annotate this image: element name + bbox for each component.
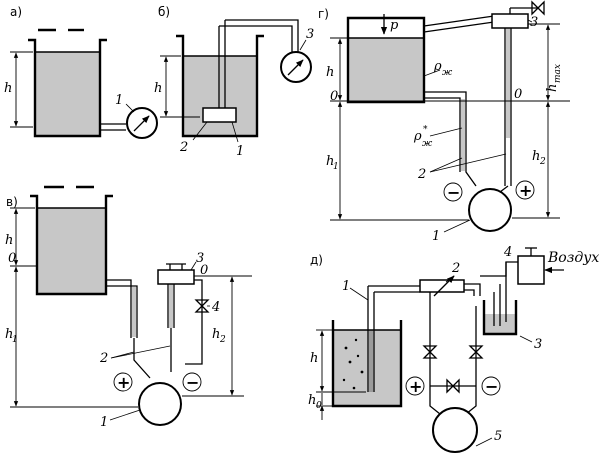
label-3-g: 3 (530, 15, 538, 30)
panel-g-letter: г) (318, 7, 329, 21)
rho-star-sup-g: * (423, 125, 428, 135)
label-4-v: 4 (211, 300, 220, 315)
h1-label-v: h (5, 327, 13, 342)
h2-sub-g: 2 (539, 157, 546, 167)
panel-g: г) p − + h (318, 0, 570, 244)
minus-sign-g: − (447, 183, 460, 202)
panel-a: а) h 1 (4, 5, 158, 139)
bell-chamber-b (202, 107, 237, 123)
h-label-b: h (154, 81, 162, 96)
tank-v (30, 194, 113, 296)
label-3-d: 3 (534, 337, 542, 352)
h1-sub-v: 1 (12, 335, 18, 345)
plus-sign-d: + (409, 377, 422, 396)
air-label-d: Воздух (547, 250, 599, 266)
h-label-a: h (4, 81, 12, 96)
panel-a-letter: а) (10, 5, 22, 19)
plus-sign-g: + (519, 181, 532, 200)
equalizing-vessel-3-g (491, 13, 529, 29)
h0-label-d: h (308, 393, 316, 408)
valve-right-d (468, 345, 484, 359)
zero-left-g: 0 (330, 89, 338, 104)
label-2-b: 2 (179, 140, 188, 155)
panel-v: в) + − h (5, 185, 252, 430)
label-4-d: 4 (503, 245, 512, 260)
h1-label-g: h (326, 154, 334, 169)
tank-g (346, 16, 426, 104)
dp-cell-1-v (138, 382, 182, 426)
hmax-label-g: h (545, 84, 560, 92)
dp-cell-5-d (432, 407, 478, 453)
panel-d: д) Воздух (308, 245, 599, 453)
rho-sub-g: ж (442, 68, 453, 78)
equalizing-vessel-3-v (157, 269, 195, 285)
rho-star-label-g: ρ (413, 129, 422, 144)
panel-b: б) h 1 2 3 (154, 5, 314, 159)
h-label-g: h (326, 65, 334, 80)
liquid-g (349, 38, 423, 101)
zero-right-v: 0 (200, 263, 208, 278)
label-1-d: 1 (342, 279, 350, 294)
panel-d-letter: д) (310, 253, 323, 267)
plus-sign-v: + (117, 373, 130, 392)
label-1-a: 1 (115, 93, 123, 108)
air-regulator-4-d (517, 255, 545, 285)
label-2-d: 2 (451, 261, 460, 276)
label-2-g: 2 (417, 167, 426, 182)
zero-left-v: 0 (8, 251, 16, 266)
h-label-v: h (5, 233, 13, 248)
h2-sub-v: 2 (219, 335, 226, 345)
tank-b (176, 34, 264, 138)
liquid-v (38, 208, 105, 293)
panel-b-letter: б) (158, 5, 170, 19)
valve-left-d (422, 345, 438, 359)
minus-sign-v: − (186, 373, 199, 392)
liquid-d (334, 330, 400, 405)
label-1-b: 1 (236, 144, 244, 159)
tank-d (331, 320, 403, 408)
zero-right-g: 0 (514, 87, 522, 102)
label-3-v: 3 (196, 251, 204, 266)
rho-star-sub-g: ж (422, 139, 433, 149)
h2-label-v: h (212, 327, 220, 342)
h2-label-g: h (532, 149, 540, 164)
h0-sub-d: 0 (316, 401, 322, 411)
label-1-g: 1 (432, 229, 440, 244)
throttle-2-d (419, 279, 465, 293)
label-2-v: 2 (99, 351, 108, 366)
label-5-d: 5 (494, 429, 502, 444)
valve-bypass-d (446, 378, 460, 394)
rho-label-g: ρ (433, 59, 442, 74)
label-1-v: 1 (100, 415, 108, 430)
panel-v-letter: в) (6, 195, 18, 209)
dp-cell-1-g (468, 188, 512, 232)
h1-sub-g: 1 (333, 162, 339, 172)
label-3-b: 3 (306, 27, 314, 42)
valve-4-v (194, 299, 210, 313)
tank-a (28, 38, 107, 138)
p-label-g: p (390, 18, 399, 33)
h-label-d: h (310, 351, 318, 366)
liquid-a (36, 52, 99, 135)
minus-sign-d: − (485, 377, 498, 396)
hmax-sub-g: max (553, 64, 563, 83)
liquid-b (184, 56, 256, 135)
